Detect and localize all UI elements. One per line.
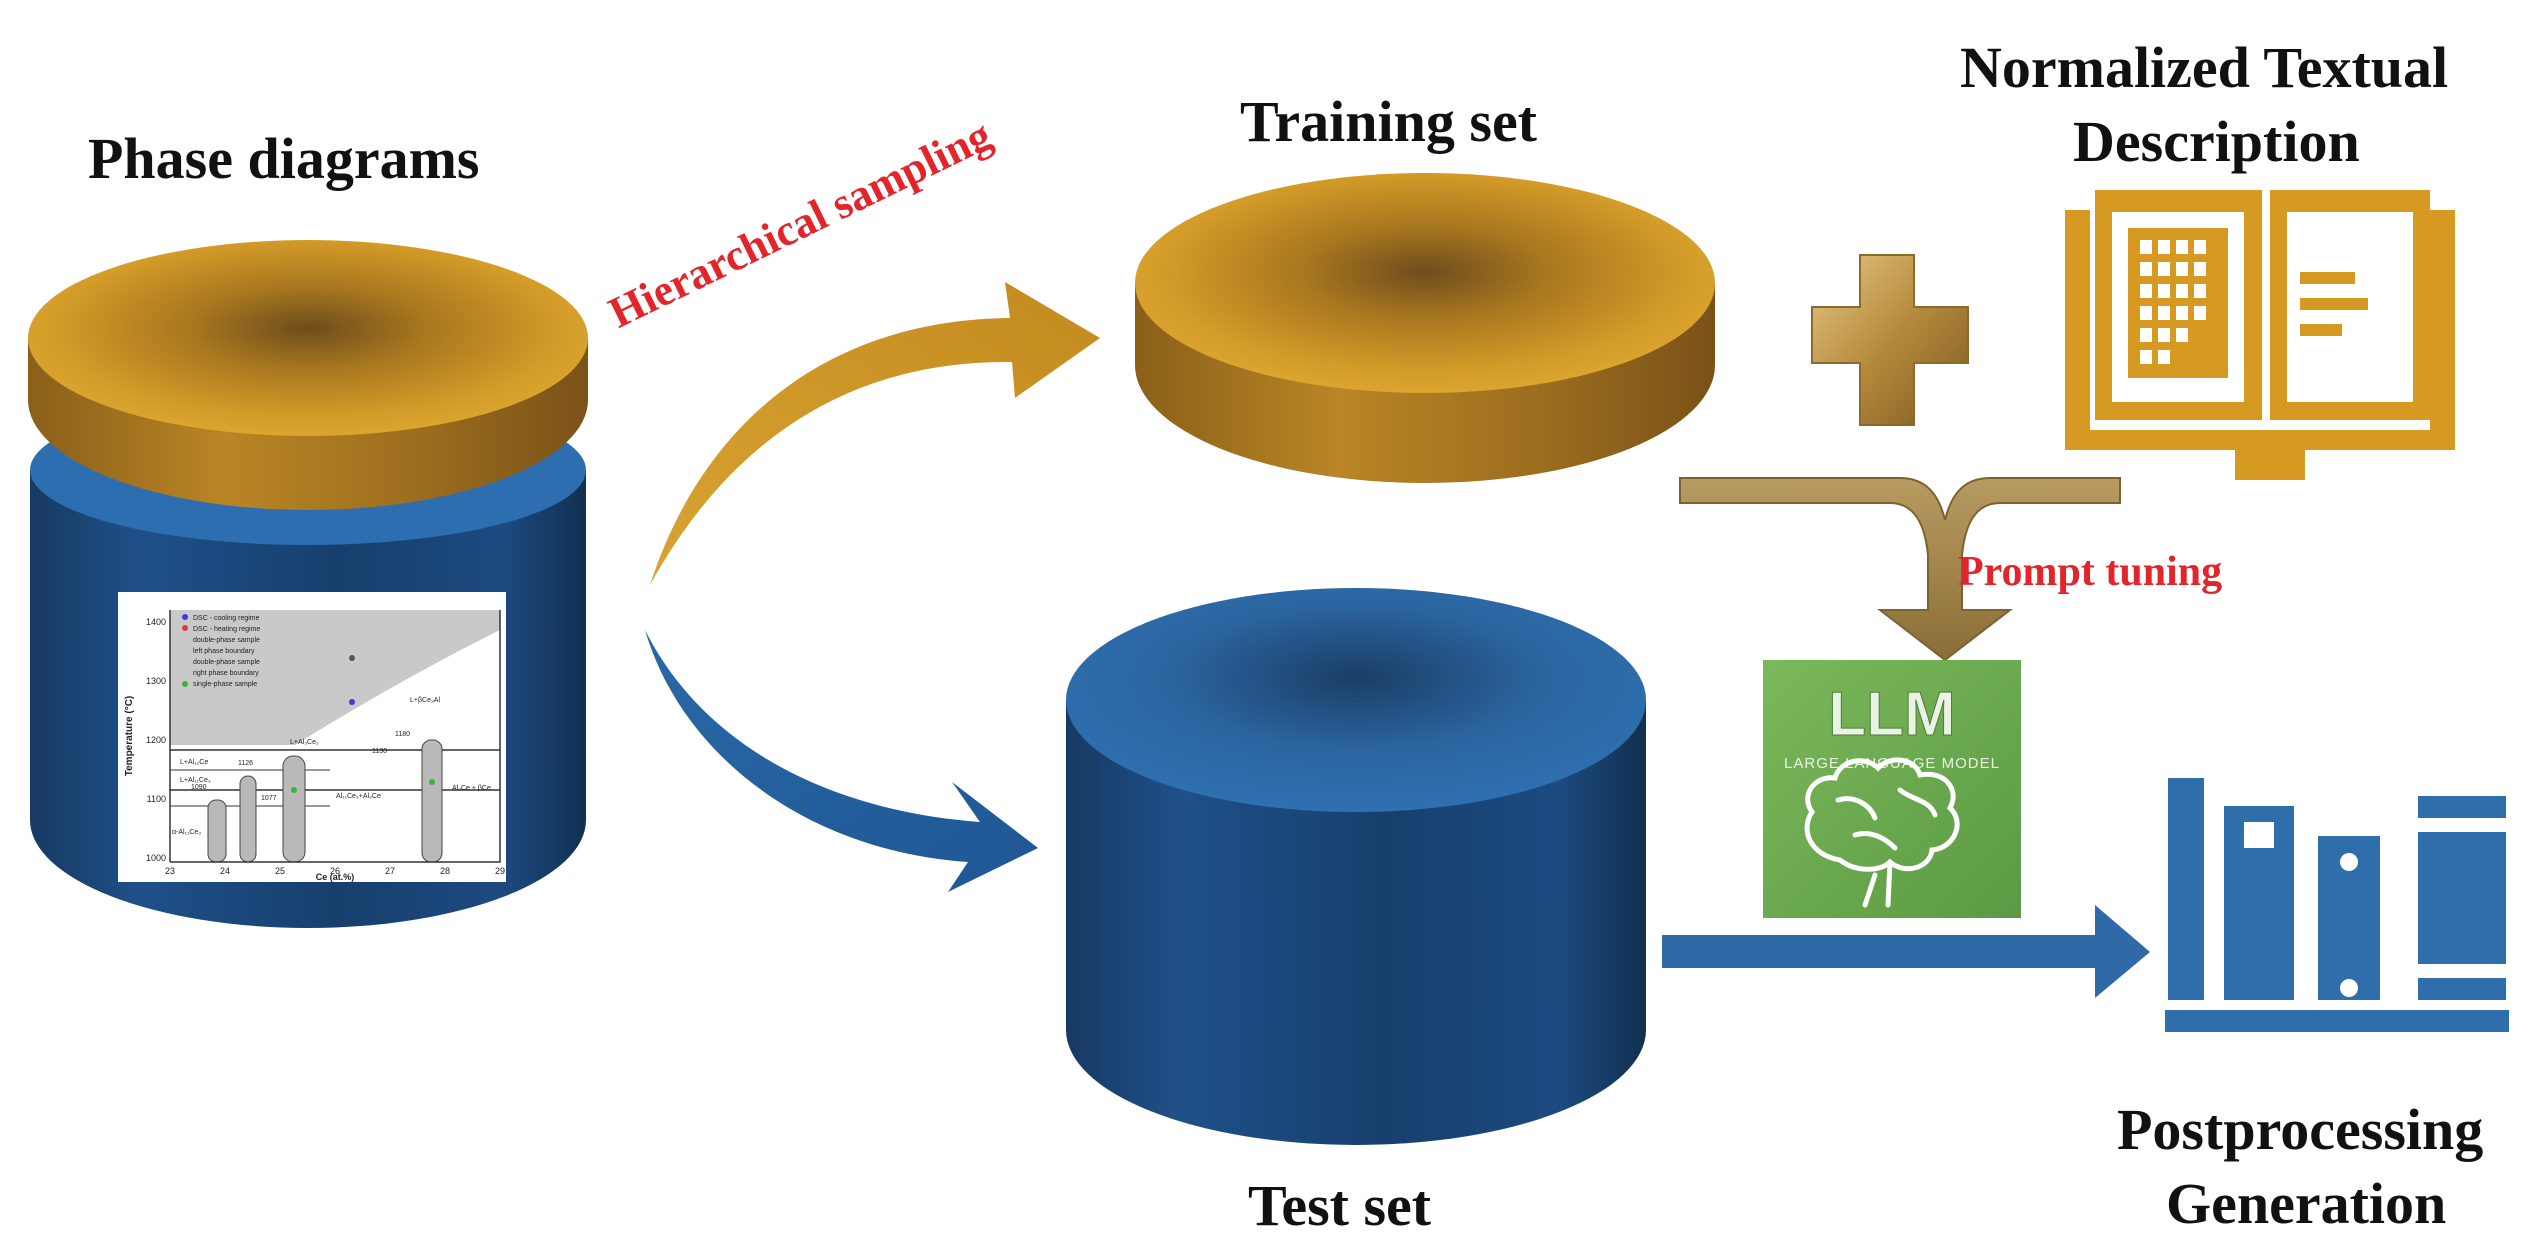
plot-legend-6: single-phase sample [193, 681, 257, 688]
plot-xtick-1: 24 [220, 866, 230, 876]
phase-diagrams-title: Phase diagrams [88, 126, 480, 191]
plot-region-7: 1077 [261, 795, 277, 802]
plot-xtick-3: 26 [330, 866, 340, 876]
plot-xtick-4: 27 [385, 866, 395, 876]
postprocessing-line1: Postprocessing [2117, 1097, 2484, 1162]
plot-legend-1: DSC - heating regime [193, 626, 260, 633]
plot-ytick-4: 1000 [146, 853, 166, 863]
plot-xtick-6: 29 [495, 866, 505, 876]
plot-region-0: L+Al₁₂Ce [180, 759, 208, 766]
llm-subtitle: LARGE LANGUAGE MODEL [1784, 755, 2000, 772]
brain-icon [1804, 757, 1960, 908]
normalized-description-line2: Description [2073, 109, 2360, 174]
training-set-title: Training set [1240, 89, 1537, 154]
llm-box: LLM LARGE LANGUAGE MODEL [1763, 660, 2021, 918]
plot-region-10: Al₂Ce + βCe [452, 785, 491, 792]
plot-region-3: 1180 [395, 731, 410, 738]
prompt-tuning-label: Prompt tuning [1958, 549, 2223, 595]
merge-funnel-arrow [1679, 477, 2121, 662]
plot-ytick-3: 1100 [147, 794, 166, 804]
test-set-title: Test set [1248, 1173, 1432, 1238]
plot-xtick-2: 25 [275, 866, 285, 876]
plot-region-9: Al₁₁Ce₃+Al₃Ce [336, 793, 381, 800]
plot-ytick-2: 1200 [146, 735, 166, 745]
phase-diagram-plot: DSC - cooling regime DSC - heating regim… [118, 592, 506, 882]
plot-legend-4: double-phase sample [193, 659, 260, 666]
plot-legend-0: DSC - cooling regime [193, 615, 260, 622]
normalized-description-line1: Normalized Textual [1960, 35, 2449, 100]
gold-curved-arrow [650, 282, 1100, 585]
plot-legend-2: double-phase sample [193, 637, 260, 644]
blue-curved-arrow [645, 630, 1038, 892]
book-document-icon [2065, 190, 2455, 480]
training-set-disk [1135, 173, 1715, 483]
plot-region-8: L+βCe₃Al [410, 697, 440, 704]
postprocessing-line2: Generation [2166, 1171, 2447, 1236]
plus-icon [1811, 254, 1969, 426]
plot-xtick-5: 28 [440, 866, 450, 876]
plot-legend-5: right phase boundary [193, 670, 259, 677]
plot-ytick-0: 1400 [146, 617, 166, 627]
plot-region-1: L+Al₁₁Ce₃ [180, 777, 211, 784]
straight-blue-arrow [1662, 905, 2150, 998]
plot-xlabel: Ce (at.%) [316, 872, 355, 882]
plot-ylabel: Temperature (°C) [124, 696, 135, 777]
plot-xtick-0: 23 [165, 866, 175, 876]
books-shelf-icon [2165, 778, 2509, 1032]
plot-region-2: L+Al₃Ce₂ [290, 739, 319, 746]
plot-region-11: α-Al₁₁Ce₃ [172, 829, 201, 836]
test-set-cylinder [1066, 588, 1646, 1145]
plot-region-4: 1126 [238, 760, 253, 767]
plot-ytick-1: 1300 [146, 676, 166, 686]
plot-region-5: 1130 [372, 748, 387, 755]
plot-legend-3: left phase boundary [193, 648, 255, 655]
llm-title: LLM [1828, 680, 1955, 749]
plot-region-6: 1090 [191, 784, 207, 791]
